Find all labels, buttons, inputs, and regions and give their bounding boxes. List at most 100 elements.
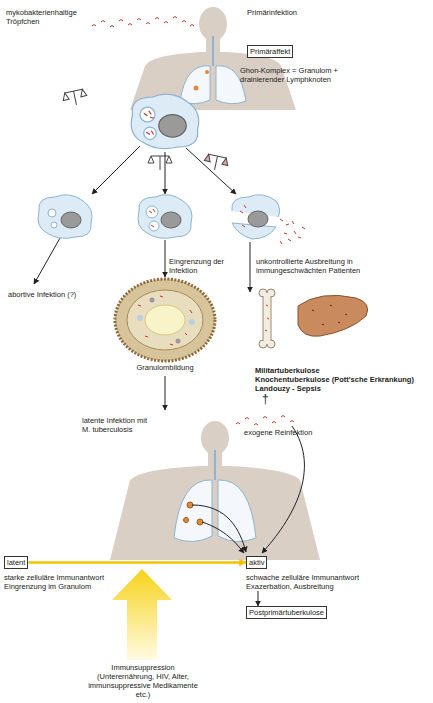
head [199, 7, 227, 41]
granuloma-focus [184, 518, 189, 523]
annotation-text: Immunsuppression (Unterernährung, HIV, A… [82, 663, 204, 699]
bone-shaft [263, 293, 271, 344]
cell [176, 339, 181, 344]
arrow [165, 376, 166, 410]
lung [174, 480, 212, 542]
cell-body [138, 195, 192, 239]
arrow [165, 152, 166, 194]
pans [62, 89, 87, 101]
balance-icon [203, 154, 229, 173]
stage-box: Postprimärtuberkulose [246, 606, 327, 619]
bone-outline [263, 296, 271, 341]
annotation-text: Landouzy - Sepsis [255, 384, 321, 393]
liver-outline [298, 295, 368, 336]
box-title: Postprimärtuberkulose [246, 606, 327, 619]
pans [148, 156, 172, 163]
bacteria [138, 296, 192, 345]
ghon-focus [194, 86, 199, 91]
droplets [236, 416, 294, 426]
vacuole [144, 127, 157, 140]
cell [150, 298, 155, 303]
balance-icon [148, 156, 172, 170]
vacuole [140, 107, 155, 122]
box-title: Primäraffekt [247, 45, 293, 58]
beam [209, 154, 227, 158]
granuloma-layer [127, 290, 203, 350]
macrophage [131, 94, 199, 148]
granuloma-wall [115, 279, 215, 361]
macrophage [232, 195, 305, 244]
vacuole [48, 209, 56, 217]
beam [151, 156, 169, 157]
body-silhouette [130, 7, 296, 110]
nucleus [248, 211, 268, 227]
box-title: latent [4, 556, 28, 569]
lung [180, 66, 210, 104]
box-note: starke zelluläre Immunantwort Eingrenzun… [4, 573, 119, 591]
stage-box: Primäraffekt [247, 45, 293, 58]
vacuole [146, 206, 158, 218]
trachea [214, 450, 216, 480]
flow-arrows [34, 146, 250, 410]
arrow [250, 242, 251, 292]
box-note: schwache zelluläre Immunantwort Exazerba… [246, 573, 366, 591]
bacteria [240, 205, 305, 244]
annotation-text: mykobakterienhaltige Tröpfchen [6, 8, 86, 26]
post [160, 156, 161, 170]
droplets [92, 17, 194, 28]
arrow [202, 522, 244, 553]
annotation-text: unkontrollierte Ausbreitung in immungesc… [256, 257, 368, 275]
vacuole [149, 221, 159, 231]
liver [298, 295, 368, 336]
nucleus [159, 115, 187, 138]
balance-icon [62, 89, 88, 108]
arrow [262, 426, 304, 553]
cell [137, 315, 143, 321]
nucleus [61, 212, 81, 228]
state-box: latent starke zelluläre Immunantwort Eing… [4, 556, 119, 591]
torso [110, 466, 320, 560]
annotation-text: Eingrenzung der Infektion [169, 257, 233, 275]
beam [65, 89, 83, 93]
progression-arrows [192, 426, 304, 553]
annotation-text: latente Infektion mit M. tuberculosis [82, 416, 152, 434]
bacteria [144, 111, 154, 135]
post [74, 91, 77, 105]
arrow [34, 238, 60, 284]
bone [259, 289, 275, 348]
cell-body [131, 94, 199, 148]
annotation-text: Knochentuberkulose (Pott'sche Erkrankung… [255, 375, 414, 384]
arrow [92, 146, 140, 194]
annotation-text: abortive Infektion (?) [8, 290, 76, 299]
connector-arrow [28, 561, 246, 564]
arrow [192, 505, 246, 552]
bacteria [312, 305, 347, 325]
macrophage [138, 195, 192, 239]
cell [189, 319, 195, 325]
state-box: aktiv schwache zelluläre Immunantwort Exa… [246, 556, 366, 591]
connector-arrow [258, 591, 259, 606]
cell-body [38, 195, 92, 239]
caseous-center [145, 305, 185, 335]
annotation-text: Ghon-Komplex = Granulom + drainierender … [240, 66, 358, 84]
bacteria [265, 305, 269, 331]
pans [204, 154, 229, 166]
granuloma [115, 279, 215, 361]
annotation-text: Primärinfektion [247, 8, 297, 17]
arrow [165, 240, 166, 277]
trachea [212, 36, 214, 66]
annotation-text: † [262, 393, 269, 406]
cell-body [232, 195, 280, 239]
macrophage [38, 195, 92, 239]
bacteria [149, 209, 155, 227]
head [201, 421, 229, 455]
annotation-text: exogene Reinfektion [244, 428, 312, 437]
nucleus [161, 212, 181, 228]
post [215, 156, 218, 170]
body-silhouette [110, 421, 320, 560]
box-title: aktiv [246, 556, 267, 569]
vacuole [51, 222, 57, 228]
